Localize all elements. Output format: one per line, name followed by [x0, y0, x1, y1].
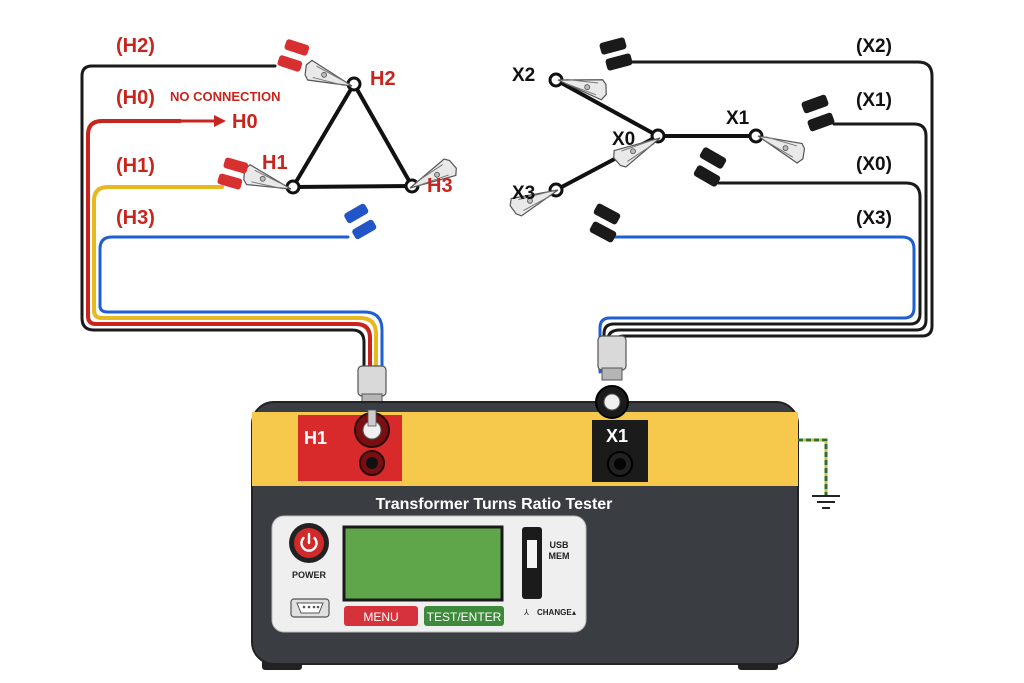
- label-terminal-x1: X1: [606, 426, 628, 446]
- change-label: CHANGE: [537, 608, 572, 617]
- wire-x1: [606, 122, 928, 374]
- node-x1-terminal: [748, 128, 764, 144]
- clip-h1: [217, 157, 295, 198]
- power-label: POWER: [292, 570, 327, 580]
- wire-x0: [602, 181, 922, 374]
- label-x2-lead: (X2): [856, 36, 892, 57]
- clip-x3: [507, 178, 621, 243]
- label-node-h3: H3: [427, 175, 453, 197]
- jack-x1-bottom[interactable]: [607, 451, 633, 477]
- clip-x1: [753, 94, 835, 165]
- label-node-x1: X1: [726, 108, 750, 129]
- jack-x1-top[interactable]: [595, 385, 629, 419]
- label-terminal-h1: H1: [304, 428, 327, 448]
- serial-port-icon: [290, 598, 330, 618]
- wire-h3: [98, 235, 384, 374]
- clip-h2: [277, 39, 357, 95]
- plug-x1: [597, 335, 627, 381]
- wire-x3: [598, 235, 916, 374]
- mem-label: MEM: [549, 551, 570, 561]
- usb-slot[interactable]: [522, 527, 542, 599]
- label-x3-lead: (X3): [856, 208, 892, 229]
- label-node-x2: X2: [512, 65, 535, 86]
- wire-h1: [92, 185, 378, 374]
- plug-h1: [357, 365, 387, 409]
- label-h2-lead: (H2): [116, 35, 155, 57]
- label-node-x3: X3: [512, 183, 535, 204]
- label-x0-lead: (X0): [856, 154, 892, 175]
- change-icon: ⅄: [523, 608, 529, 617]
- wire-h2: [80, 64, 366, 374]
- power-icon: [300, 532, 318, 552]
- label-no-connection: NO CONNECTION: [170, 89, 281, 104]
- left-lead-bundle: [80, 64, 384, 374]
- h0-arrow: [180, 115, 226, 127]
- label-node-h1: H1: [262, 152, 288, 174]
- label-h0-lead: (H0): [116, 87, 155, 109]
- test-enter-button-label: TEST/ENTER: [427, 610, 502, 624]
- delta-winding: [291, 82, 414, 189]
- clip-x0: [610, 127, 727, 187]
- menu-button[interactable]: [344, 606, 418, 626]
- ground-connection: [798, 438, 840, 509]
- clip-h3: [344, 155, 460, 240]
- label-x1-lead: (X1): [856, 90, 892, 111]
- jack-h1-top[interactable]: [354, 409, 390, 448]
- usb-label: USB: [549, 540, 569, 550]
- clip-x2: [555, 37, 633, 102]
- label-h3-lead: (H3): [116, 207, 155, 229]
- change-arrow-icon: ▴: [572, 608, 576, 617]
- lcd-display: [342, 525, 504, 602]
- wire-h0: [86, 119, 372, 374]
- label-node-x0: X0: [612, 129, 635, 150]
- node-h1-terminal: [285, 179, 301, 195]
- test-enter-button[interactable]: [424, 606, 504, 626]
- tester-title: Transformer Turns Ratio Tester: [376, 496, 613, 513]
- label-node-h2: H2: [370, 68, 396, 90]
- menu-button-label: MENU: [363, 610, 398, 624]
- power-button[interactable]: [289, 523, 329, 563]
- label-h0-arrow: H0: [232, 111, 258, 133]
- jack-h1-bottom[interactable]: [359, 450, 385, 476]
- label-h1-lead: (H1): [116, 155, 155, 177]
